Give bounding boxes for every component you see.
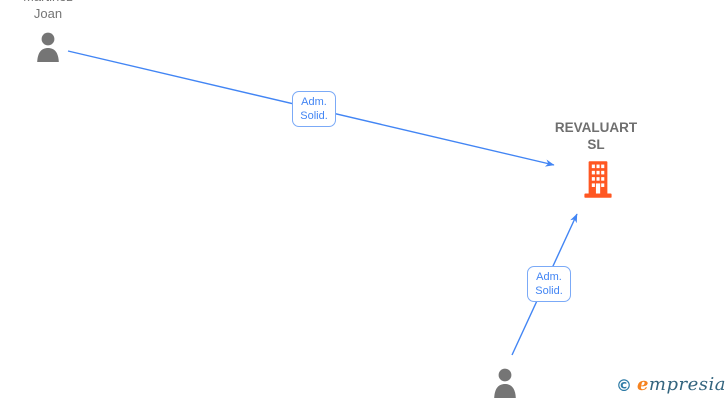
edge1-label-line2: Solid.	[300, 110, 328, 122]
company-name: REVALUART SL	[536, 119, 656, 153]
person1-name: Martinez Joan	[0, 0, 108, 22]
person1-name-line1: Martinez	[0, 0, 108, 5]
company-name-line2: SL	[587, 137, 605, 152]
empresia-wordmark: empresia	[637, 374, 726, 396]
copyright-icon: ©	[615, 375, 632, 395]
edge1-label: Adm. Solid.	[292, 91, 336, 127]
edge2-label: Adm. Solid.	[527, 266, 571, 302]
company-building-icon[interactable]	[583, 160, 613, 198]
person1-icon[interactable]	[34, 32, 62, 62]
edge1-label-line1: Adm.	[301, 96, 327, 108]
logo-initial: e	[636, 374, 649, 395]
empresia-logo[interactable]: © empresia	[616, 374, 726, 396]
logo-rest: mpresia	[648, 374, 726, 395]
company-name-line1: REVALUART	[554, 120, 638, 135]
edge2-label-line1: Adm.	[536, 271, 562, 283]
person1-name-line2: Joan	[33, 6, 63, 21]
person2-icon[interactable]	[491, 368, 519, 398]
edge2-label-line2: Solid.	[535, 285, 563, 297]
